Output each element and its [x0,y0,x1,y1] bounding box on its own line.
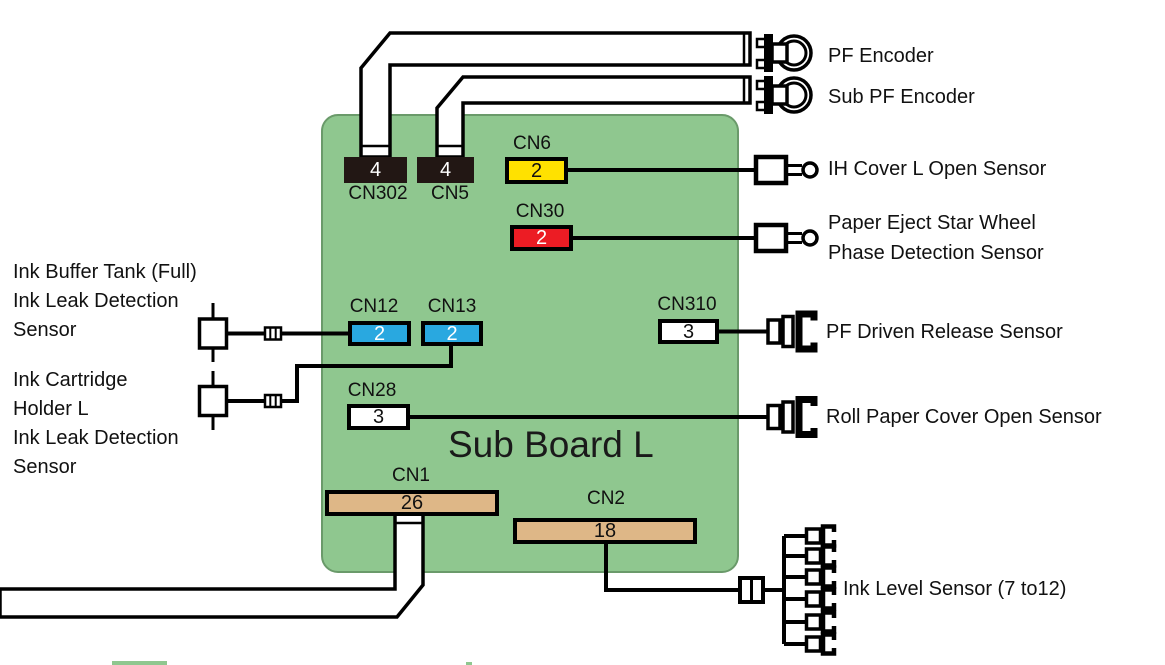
ih-cover-sensor-icon [753,154,819,186]
roll-paper-sensor-label: Roll Paper Cover Open Sensor [826,406,1102,428]
connector-cn2: 18 [513,518,697,544]
ink-cartridge-leak-sensor-icon [197,371,283,430]
connector-cn30-label: CN30 [515,201,565,222]
ink-buffer-leak-sensor-icon [197,303,283,362]
connector-cn6-label: CN6 [512,133,551,154]
pf-driven-sensor-icon [766,310,818,353]
cn1-flat-cable [0,511,425,619]
connector-cn2-label: CN2 [586,488,625,509]
connector-cn12: 2 [348,321,411,346]
connector-cn30: 2 [510,225,573,251]
connector-cn6: 2 [505,157,568,184]
connector-cn302-label: CN302 [348,183,408,204]
pf-driven-sensor-label: PF Driven Release Sensor [826,321,1063,343]
pf-encoder-label: PF Encoder [828,45,934,67]
ink-buffer-sensor-label: Ink Buffer Tank (Full) Ink Leak Detectio… [13,261,197,341]
connector-cn13-label: CN13 [427,296,477,317]
connector-cn28: 3 [347,404,410,430]
connector-cn302: 4 [344,157,407,183]
connector-cn12-label: CN12 [349,296,399,317]
paper-eject-sensor-icon [753,222,819,254]
connector-cn13: 2 [421,321,483,346]
sub-board-l [321,114,739,573]
wire-cn2-inklevel [604,542,741,592]
sub-pf-encoder-cable [435,75,752,159]
legend-fragments [112,661,472,665]
ink-cartridge-sensor-label: Ink Cartridge Holder L Ink Leak Detectio… [13,369,179,478]
connector-cn5-label: CN5 [430,183,469,204]
connector-cn28-label: CN28 [347,380,397,401]
connector-cn310: 3 [658,319,719,344]
connector-cn5: 4 [417,157,474,183]
connector-cn1-label: CN1 [391,465,430,486]
sub-pf-encoder-icon [755,76,813,114]
sub-pf-encoder-label: Sub PF Encoder [828,86,975,108]
pf-encoder-cable [359,31,752,159]
paper-eject-sensor-label: Paper Eject Star Wheel Phase Detection S… [828,212,1044,264]
board-title: Sub Board L [448,424,654,465]
connector-cn310-label: CN310 [657,294,717,315]
connector-cn1: 26 [325,490,499,516]
ink-level-inline-connector [738,576,765,604]
pf-encoder-icon [755,34,813,72]
ink-level-sensor-icons [804,524,837,656]
ih-cover-sensor-label: IH Cover L Open Sensor [828,158,1047,180]
roll-paper-sensor-icon [766,396,818,438]
ink-level-sensor-label: Ink Level Sensor (7 to12) [843,578,1067,600]
